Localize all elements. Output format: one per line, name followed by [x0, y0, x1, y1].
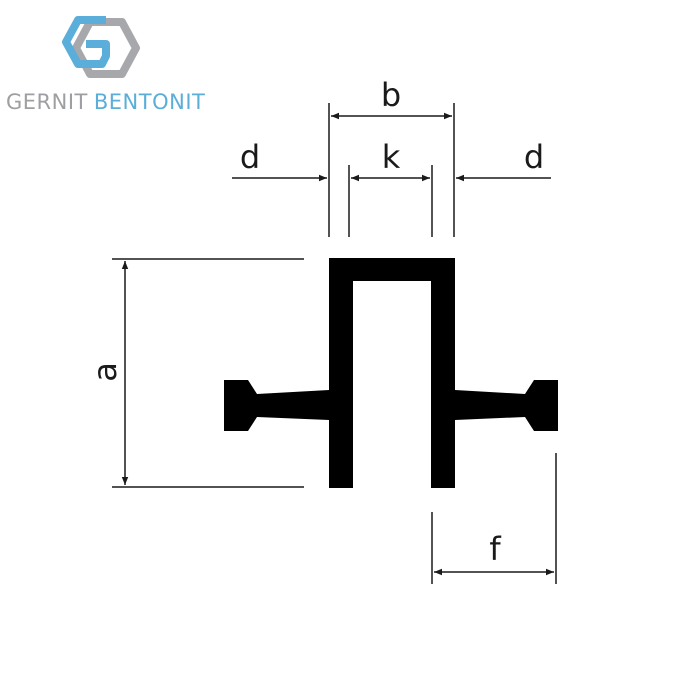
dimension-k-label: k — [382, 138, 401, 176]
waterstop-profile — [224, 258, 558, 488]
dimension-f-label: f — [489, 530, 501, 568]
dimension-a-label: a — [86, 362, 124, 382]
brand-name-part1: GERNIT — [6, 90, 88, 114]
extension-lines-f — [431, 453, 557, 584]
dimension-b-label: b — [381, 76, 401, 114]
dimension-d-right-label: d — [524, 138, 544, 176]
extension-lines-a — [112, 258, 304, 488]
dimension-d-left-label: d — [240, 138, 260, 176]
gs-hexagon-logo-icon — [62, 16, 140, 78]
brand-name-part2: BENTONIT — [93, 90, 206, 114]
extension-lines-top — [328, 103, 455, 237]
